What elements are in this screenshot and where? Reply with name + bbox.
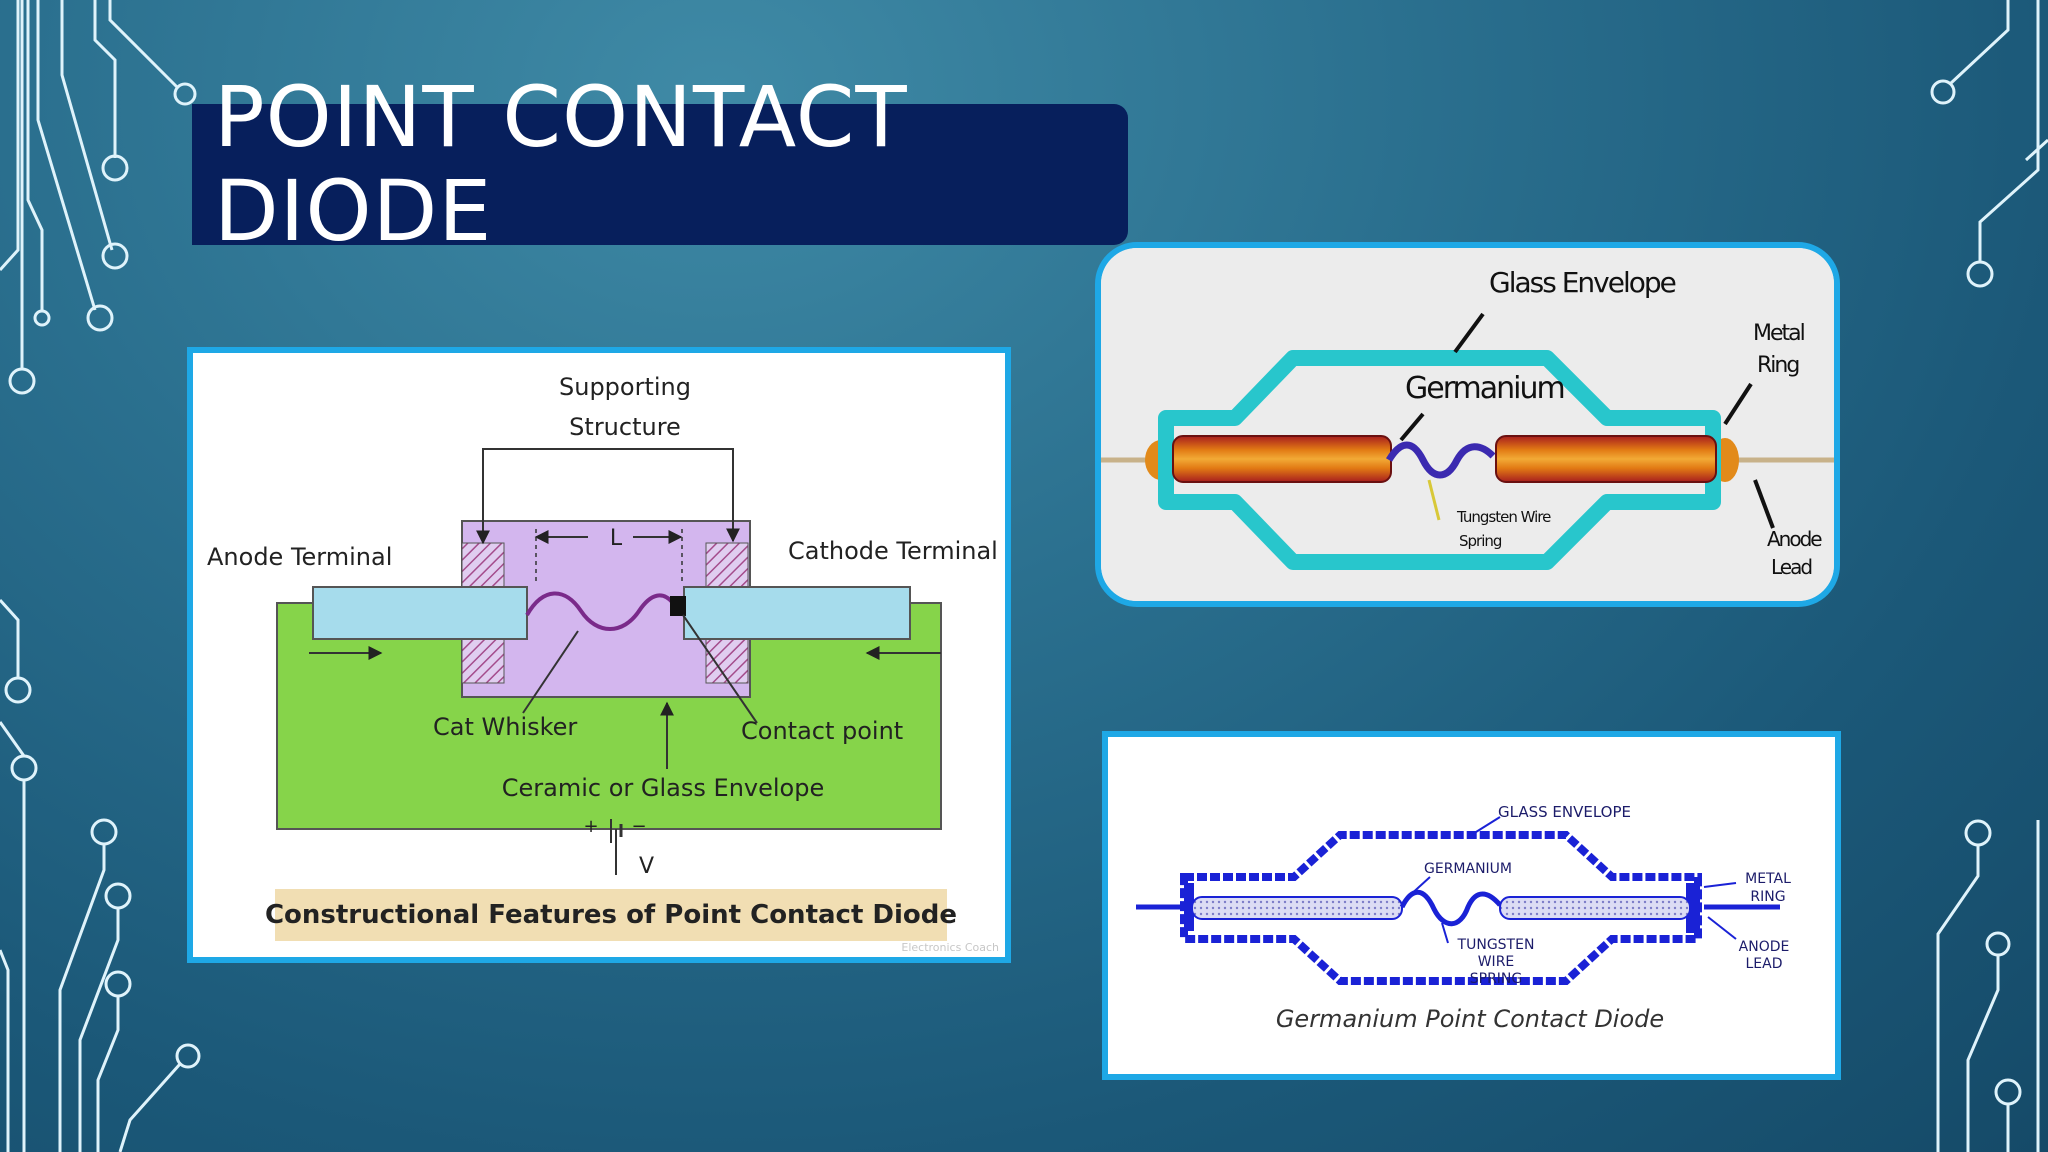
label-lead: Lead: [1771, 555, 1811, 579]
slide-title-line-1: POINT CONTACT: [214, 68, 908, 166]
slide-title: POINT CONTACT DIODE: [214, 70, 1114, 258]
label-anode-terminal: Anode Terminal: [207, 543, 392, 571]
caption-germanium-diagram: Germanium Point Contact Diode: [1276, 1005, 1664, 1033]
tungsten-spring-wire: [1385, 441, 1496, 479]
cathode-terminal-bar: [683, 586, 911, 640]
contact-point-tip: [670, 596, 686, 616]
glass-envelope-pointer-b: [1467, 816, 1501, 838]
germanium-rod-right-b: [1499, 896, 1691, 920]
label-lead-b: LEAD: [1745, 956, 1782, 972]
germanium-pointer: [1399, 412, 1425, 442]
tungsten-pointer-b: [1441, 922, 1449, 944]
hatch-left-bottom: [461, 638, 505, 684]
tungsten-spring-b: [1399, 889, 1502, 927]
slide-title-line-2: DIODE: [214, 162, 493, 260]
circuit-decoration-left: [0, 0, 201, 1152]
anode-lead-pointer: [1753, 479, 1775, 529]
label-minus: −: [631, 816, 646, 837]
label-tungsten-b: TUNGSTEN: [1457, 937, 1535, 953]
cat-whisker-wire: [525, 591, 675, 631]
metal-ring-right-b: [1686, 883, 1700, 933]
label-anode-b: ANODE: [1739, 939, 1790, 955]
caption-text: Constructional Features of Point Contact…: [265, 900, 957, 930]
germanium-diagram-panel: GLASS ENVELOPE GERMANIUM METAL RING TUNG…: [1102, 731, 1841, 1080]
label-tungsten-wire: Tungsten Wire: [1456, 508, 1551, 526]
label-structure: Structure: [569, 413, 681, 441]
label-supporting: Supporting: [559, 373, 691, 401]
label-envelope: Ceramic or Glass Envelope: [502, 774, 824, 802]
tungsten-pointer: [1427, 479, 1441, 521]
circuit-decoration-right: [1930, 0, 2048, 1152]
label-glass-envelope: Glass Envelope: [1489, 266, 1676, 299]
label-spring-b: SPRING: [1470, 971, 1523, 987]
label-germanium: Germanium: [1405, 371, 1564, 406]
glass-envelope-photo-panel: Glass Envelope Germanium Metal Ring Tung…: [1095, 242, 1840, 607]
germanium-rod-left: [1172, 435, 1392, 483]
glass-envelope-shape: [1158, 350, 1721, 570]
label-anode: Anode: [1767, 527, 1822, 551]
hatch-left-top: [461, 542, 505, 588]
label-cathode-terminal: Cathode Terminal: [788, 537, 998, 565]
anode-terminal-bar: [312, 586, 528, 640]
caption-band: [275, 889, 947, 941]
label-ring-b: RING: [1750, 889, 1785, 905]
label-metal-b: METAL: [1745, 871, 1791, 887]
label-voltage: V: [639, 854, 654, 879]
construction-diagram: Supporting Structure L Anode Terminal Ca…: [207, 373, 999, 954]
metal-ring-pointer: [1723, 382, 1753, 426]
hatch-right-bottom: [705, 638, 749, 684]
hatch-right-top: [705, 542, 749, 588]
contact-point-pointer: [682, 614, 758, 724]
title-banner: [192, 104, 1128, 245]
label-spring: Spring: [1459, 532, 1502, 550]
label-length: L: [610, 526, 623, 551]
label-wire-b: WIRE: [1478, 954, 1515, 970]
watermark-text: Electronics Coach: [901, 941, 999, 954]
label-metal: Metal: [1753, 321, 1805, 346]
label-plus: +: [583, 816, 598, 837]
glass-envelope-outer: [1180, 831, 1702, 985]
label-germanium-b: GERMANIUM: [1424, 861, 1512, 877]
glass-envelope-pointer: [1453, 312, 1485, 354]
label-glass-envelope-b: GLASS ENVELOPE: [1498, 803, 1631, 821]
germanium-rod-right: [1495, 435, 1717, 483]
germanium-point-contact-diagram: GLASS ENVELOPE GERMANIUM METAL RING TUNG…: [1136, 803, 1791, 1033]
supporting-bracket: [482, 448, 740, 543]
label-contact-point: Contact point: [741, 717, 903, 745]
label-ring: Ring: [1757, 353, 1798, 378]
metal-ring-pointer-b: [1703, 882, 1737, 888]
cat-whisker-pointer: [522, 630, 579, 714]
metal-ring-left-b: [1184, 883, 1194, 931]
germanium-pointer-b: [1407, 876, 1431, 898]
glass-envelope-diagram: Glass Envelope Germanium Metal Ring Tung…: [1101, 248, 1834, 601]
anode-lead-pointer-b: [1707, 916, 1737, 940]
construction-diagram-panel: Supporting Structure L Anode Terminal Ca…: [187, 347, 1011, 963]
germanium-rod-left-b: [1191, 896, 1403, 920]
label-cat-whisker: Cat Whisker: [433, 713, 577, 741]
